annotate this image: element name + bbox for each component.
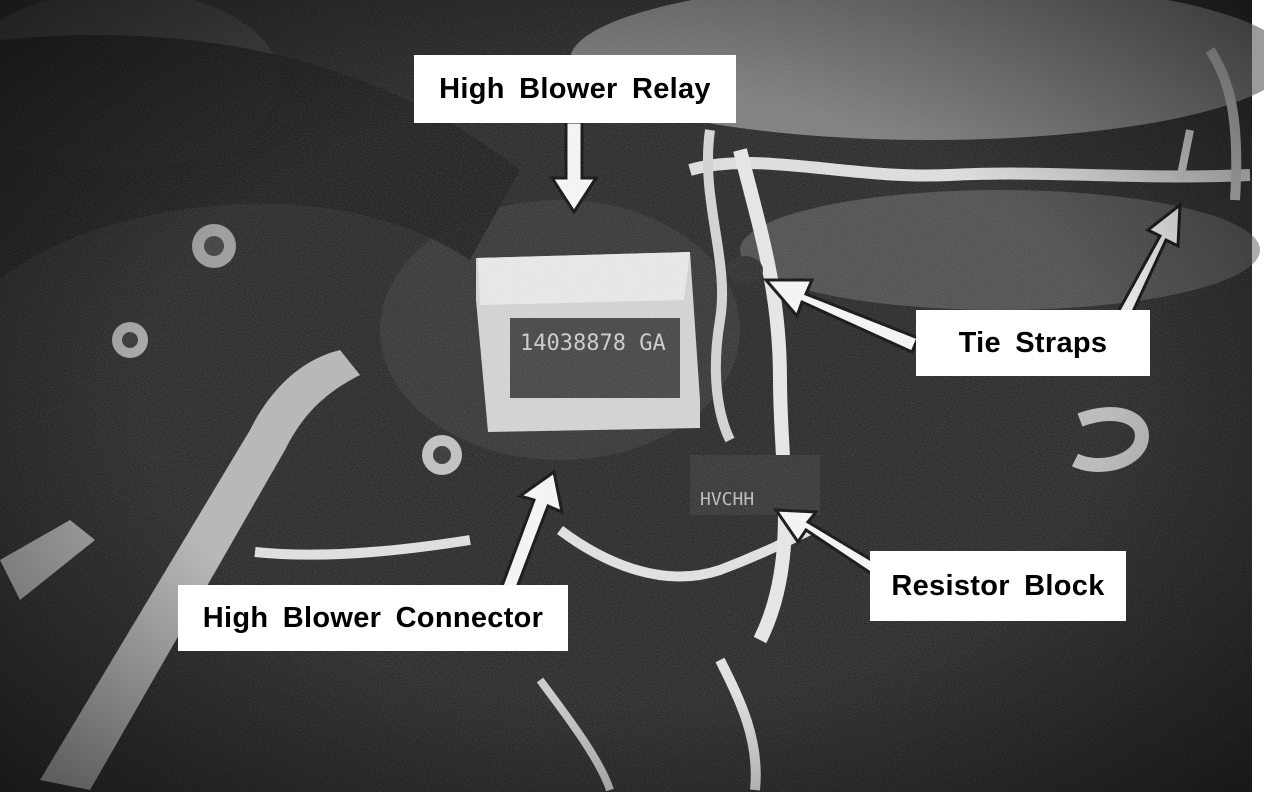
high-blower-connector-label: High Blower Connector [178, 585, 568, 651]
high-blower-relay-label: High Blower Relay [414, 55, 736, 123]
resistor-block-label: Resistor Block [870, 551, 1126, 621]
tie-straps-label: Tie Straps [916, 310, 1150, 376]
